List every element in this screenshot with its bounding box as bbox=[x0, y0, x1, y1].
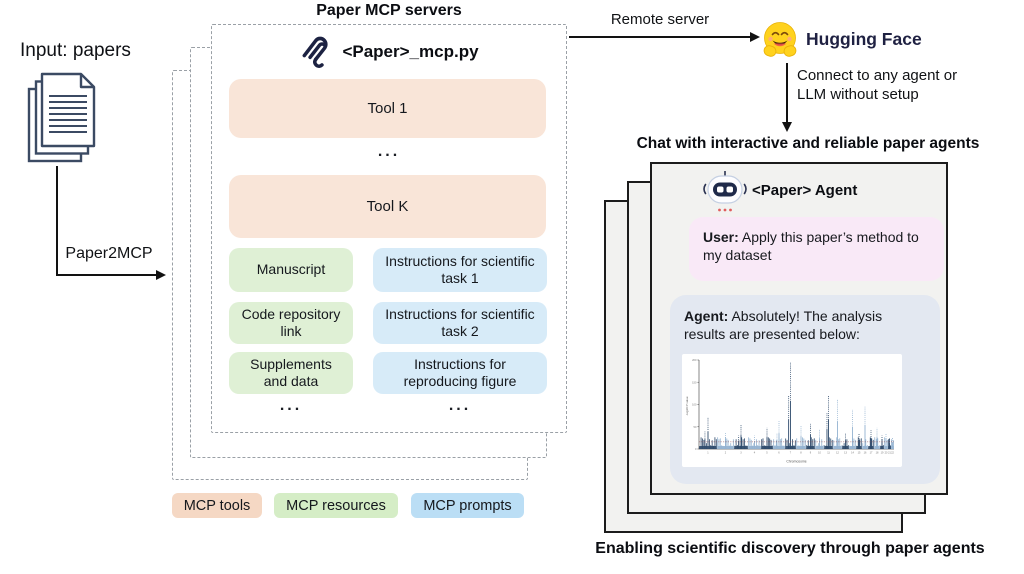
mcp-filename: <Paper>_mcp.py bbox=[342, 42, 479, 61]
user-message-prefix: User: bbox=[703, 229, 739, 245]
tool-1-label: Tool 1 bbox=[367, 100, 408, 117]
legend-mcp-prompts-label: MCP prompts bbox=[423, 497, 512, 514]
svg-text:7: 7 bbox=[790, 452, 792, 455]
mcp-logo-icon bbox=[303, 36, 329, 69]
prompts-ellipsis: ... bbox=[448, 397, 472, 414]
svg-text:-log10 P value: -log10 P value bbox=[685, 396, 689, 415]
tool-k-box: Tool K bbox=[229, 175, 546, 238]
chat-heading: Chat with interactive and reliable paper… bbox=[636, 135, 980, 152]
connect-text: Connect to any agent or LLM without setu… bbox=[797, 67, 958, 104]
svg-text:1: 1 bbox=[707, 452, 709, 455]
svg-text:20: 20 bbox=[885, 452, 888, 455]
svg-text:5: 5 bbox=[766, 452, 768, 455]
paper2mcp-arrowhead-icon bbox=[156, 269, 166, 280]
legend-mcp-tools-label: MCP tools bbox=[183, 497, 251, 514]
agent-message-bubble: Agent: Absolutely! The analysis results … bbox=[670, 295, 940, 484]
connect-arrowhead-icon bbox=[781, 122, 792, 132]
resource-supplements-label: Supplements and data bbox=[250, 355, 332, 390]
tools-ellipsis: ... bbox=[377, 143, 401, 160]
svg-text:14: 14 bbox=[851, 452, 854, 455]
legend-mcp-resources-label: MCP resources bbox=[286, 497, 386, 514]
svg-text:6: 6 bbox=[778, 452, 780, 455]
legend-mcp-prompts: MCP prompts bbox=[411, 493, 524, 518]
svg-text:4: 4 bbox=[754, 452, 756, 455]
tool-1-box: Tool 1 bbox=[229, 79, 546, 138]
agent-message-text: Absolutely! The analysis results are pre… bbox=[684, 308, 883, 343]
chat-panel-front: <Paper> Agent User: Apply this paper’s m… bbox=[650, 162, 948, 495]
mcp-servers-title: Paper MCP servers bbox=[316, 2, 462, 19]
papers-stack-icon bbox=[27, 72, 96, 163]
paper-agent-robot-icon bbox=[703, 171, 747, 212]
agent-message-prefix: Agent: bbox=[684, 308, 729, 324]
resource-code-repo-label: Code repository link bbox=[241, 305, 341, 340]
legend-mcp-tools: MCP tools bbox=[172, 493, 262, 518]
svg-text:Chromosome: Chromosome bbox=[786, 460, 806, 464]
user-message-bubble: User: Apply this paper’s method to my da… bbox=[689, 217, 944, 281]
prompt-task2-label: Instructions for scientific task 2 bbox=[385, 305, 535, 340]
svg-text:21: 21 bbox=[888, 452, 891, 455]
svg-text:0: 0 bbox=[695, 447, 697, 451]
prompt-figure-box: Instructions for reproducing figure bbox=[373, 352, 547, 394]
paper2mcp-label: Paper2MCP bbox=[65, 245, 153, 262]
prompt-task1-label: Instructions for scientific task 1 bbox=[385, 252, 535, 287]
resource-supplements-box: Supplements and data bbox=[229, 352, 353, 394]
paper-agent-title: <Paper> Agent bbox=[752, 182, 858, 199]
remote-server-arrowhead-icon bbox=[750, 31, 760, 42]
svg-text:15: 15 bbox=[858, 452, 861, 455]
prompt-task1-box: Instructions for scientific task 1 bbox=[373, 248, 547, 292]
resources-ellipsis: ... bbox=[279, 397, 303, 414]
remote-server-label: Remote server bbox=[610, 11, 710, 28]
legend-mcp-resources: MCP resources bbox=[274, 493, 398, 518]
svg-text:11: 11 bbox=[827, 452, 830, 455]
hugging-face-brand: Hugging Face bbox=[806, 29, 922, 49]
svg-text:3: 3 bbox=[740, 452, 742, 455]
svg-text:19: 19 bbox=[881, 452, 884, 455]
svg-text:10: 10 bbox=[818, 452, 821, 455]
resource-code-repo-box: Code repository link bbox=[229, 302, 353, 344]
svg-text:18: 18 bbox=[876, 452, 879, 455]
mcp-server-header: <Paper>_mcp.py bbox=[212, 33, 566, 71]
svg-text:200: 200 bbox=[692, 358, 697, 362]
svg-text:2: 2 bbox=[725, 452, 727, 455]
svg-text:8: 8 bbox=[800, 452, 802, 455]
svg-text:9: 9 bbox=[810, 452, 812, 455]
connect-arrow-line bbox=[786, 63, 788, 123]
svg-text:13: 13 bbox=[844, 452, 847, 455]
paper2mcp-arrow-stem bbox=[56, 166, 58, 276]
prompt-task2-box: Instructions for scientific task 2 bbox=[373, 302, 547, 344]
hugging-face-icon bbox=[763, 22, 797, 57]
input-papers-label: Input: papers bbox=[20, 40, 131, 61]
footer-caption: Enabling scientific discovery through pa… bbox=[595, 540, 985, 557]
svg-text:12: 12 bbox=[836, 452, 839, 455]
remote-server-arrow-line bbox=[569, 36, 751, 38]
svg-text:150: 150 bbox=[692, 380, 697, 384]
resource-manuscript-label: Manuscript bbox=[256, 261, 326, 278]
prompt-figure-label: Instructions for reproducing figure bbox=[403, 355, 517, 390]
svg-text:17: 17 bbox=[870, 452, 873, 455]
mcp-server-box-front: <Paper>_mcp.py Tool 1 ... Tool K Manuscr… bbox=[211, 24, 567, 433]
paper2mcp-arrow-line bbox=[56, 274, 157, 276]
svg-text:16: 16 bbox=[864, 452, 867, 455]
tool-k-label: Tool K bbox=[366, 198, 409, 215]
svg-text:22: 22 bbox=[891, 452, 894, 455]
user-message-text: Apply this paper’s method to my dataset bbox=[703, 229, 919, 264]
svg-text:50: 50 bbox=[694, 425, 697, 429]
resource-manuscript-box: Manuscript bbox=[229, 248, 353, 292]
svg-text:100: 100 bbox=[692, 403, 697, 407]
